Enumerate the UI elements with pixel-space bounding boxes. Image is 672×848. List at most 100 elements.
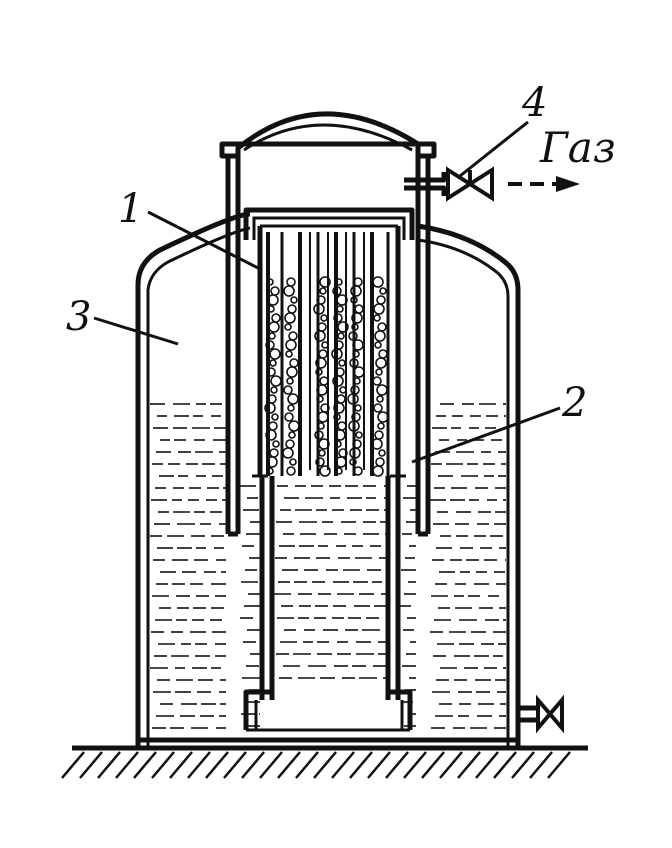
label-part-3: 3 bbox=[66, 294, 91, 340]
carbide-piece bbox=[379, 287, 387, 295]
carbide-piece bbox=[378, 349, 388, 359]
hatch-stroke bbox=[313, 751, 337, 779]
carbide-piece bbox=[333, 313, 343, 323]
hatch-stroke bbox=[61, 751, 85, 779]
carbide-piece bbox=[352, 339, 364, 351]
carbide-piece bbox=[376, 295, 386, 305]
carbide-piece bbox=[315, 457, 325, 467]
hatch-stroke bbox=[259, 751, 283, 779]
carbide-piece bbox=[286, 466, 296, 476]
carbide-piece bbox=[375, 357, 387, 369]
label-gas: Газ bbox=[539, 123, 616, 172]
gas-outlet-valve bbox=[404, 166, 494, 202]
carbide-piece bbox=[288, 431, 296, 439]
carbide-piece bbox=[335, 278, 343, 286]
carbide-piece bbox=[267, 305, 275, 313]
carbide-piece bbox=[317, 422, 325, 430]
carbide-piece bbox=[271, 413, 279, 421]
carbide-piece bbox=[271, 313, 281, 323]
outer-vessel-right bbox=[417, 223, 521, 746]
carbide-piece bbox=[338, 359, 346, 367]
liquid-level-lines bbox=[150, 403, 506, 729]
ground bbox=[61, 745, 588, 779]
carbide-piece bbox=[352, 350, 360, 358]
carbide-piece bbox=[337, 421, 347, 431]
carbide-piece bbox=[270, 286, 280, 296]
carbide-piece bbox=[266, 278, 274, 286]
leader-3 bbox=[93, 316, 179, 346]
leader-4 bbox=[459, 120, 529, 178]
carbide-piece bbox=[377, 411, 389, 423]
carbide-piece bbox=[332, 375, 344, 387]
carbide-piece bbox=[354, 404, 362, 412]
hatch-stroke bbox=[529, 751, 553, 779]
carbide-piece bbox=[376, 384, 388, 396]
carbide-piece bbox=[270, 386, 278, 394]
carbide-piece bbox=[375, 457, 385, 467]
carbide-piece bbox=[287, 304, 297, 314]
carbide-piece bbox=[319, 287, 327, 295]
leader-lines bbox=[93, 120, 561, 464]
carbide-piece bbox=[333, 402, 345, 414]
hatch-stroke bbox=[439, 751, 463, 779]
hatch-stroke bbox=[403, 751, 427, 779]
carbide-piece bbox=[332, 286, 342, 296]
carbide-piece bbox=[348, 331, 358, 341]
carbide-piece bbox=[286, 277, 296, 287]
outer-vessel-inner-wall bbox=[146, 226, 251, 746]
carbide-piece bbox=[337, 332, 345, 340]
carbide-piece bbox=[347, 393, 359, 405]
carbide-piece bbox=[289, 458, 297, 466]
carbide-piece bbox=[313, 303, 325, 315]
carbide-piece bbox=[375, 368, 383, 376]
carbide-piece bbox=[283, 285, 295, 297]
carbide-piece bbox=[339, 386, 347, 394]
drain-valve bbox=[518, 694, 564, 734]
carbide-piece bbox=[314, 330, 326, 342]
hatch-stroke bbox=[169, 751, 193, 779]
carbide-piece bbox=[353, 366, 365, 378]
carbide-piece bbox=[333, 413, 341, 421]
carbide-piece bbox=[265, 340, 275, 350]
carbide-piece bbox=[377, 422, 385, 430]
carbide-piece bbox=[268, 321, 280, 333]
hatch-stroke bbox=[511, 751, 535, 779]
carbide-piece bbox=[268, 421, 278, 431]
carbide-piece bbox=[267, 294, 279, 306]
carbide-piece bbox=[349, 458, 357, 466]
carbide-piece bbox=[350, 296, 358, 304]
carbide-piece bbox=[337, 321, 349, 333]
carbide-piece bbox=[335, 456, 347, 468]
carbide-piece bbox=[377, 322, 387, 332]
carbide-piece bbox=[288, 420, 300, 432]
carbide-piece bbox=[373, 314, 381, 322]
reactor-slots bbox=[266, 232, 390, 476]
carbide-piece bbox=[319, 465, 331, 477]
carbide-piece bbox=[355, 431, 363, 439]
carbide-piece bbox=[287, 393, 299, 405]
carbide-piece bbox=[268, 332, 276, 340]
carbide-piece bbox=[318, 449, 326, 457]
carbide-piece bbox=[284, 412, 294, 422]
carbide-piece bbox=[348, 420, 360, 432]
carbide-piece bbox=[321, 341, 329, 349]
carbide-piece bbox=[374, 430, 384, 440]
carbide-piece bbox=[334, 429, 346, 441]
carbide-piece bbox=[372, 465, 384, 477]
carbide-piece bbox=[331, 348, 343, 360]
carbide-piece bbox=[315, 368, 323, 376]
carbide-piece bbox=[285, 339, 297, 351]
carbide-piece bbox=[318, 438, 330, 450]
carbide-piece bbox=[336, 305, 344, 313]
carbide-piece bbox=[289, 358, 299, 368]
carbide-piece bbox=[285, 350, 293, 358]
carbide-piece bbox=[354, 304, 364, 314]
carbide-piece bbox=[376, 395, 384, 403]
hatch-stroke bbox=[97, 751, 121, 779]
carbide-piece bbox=[318, 349, 328, 359]
carbide-piece bbox=[371, 438, 383, 450]
carbide-piece bbox=[372, 376, 382, 386]
carbide-piece bbox=[349, 358, 359, 368]
carbide-piece bbox=[270, 375, 282, 387]
carbide-piece bbox=[320, 314, 328, 322]
